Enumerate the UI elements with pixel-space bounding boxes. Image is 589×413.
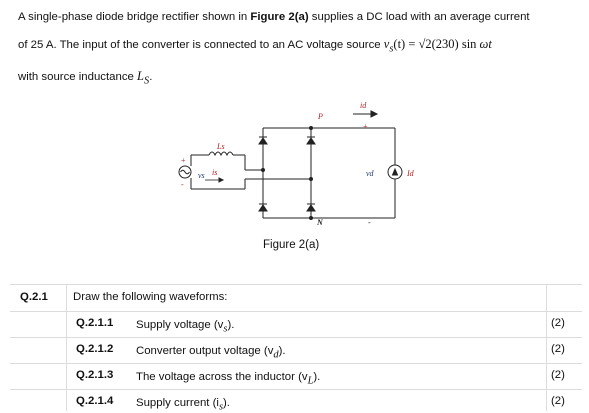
inductor-icon xyxy=(208,151,234,157)
source-equation: vs(t) = √2(230) sin ωt xyxy=(383,37,492,55)
subquestion-text: The voltage across the inductor (vL). xyxy=(136,371,321,387)
diode-d2-icon xyxy=(306,204,316,212)
table-column-divider xyxy=(546,284,547,411)
label-ls: Ls xyxy=(216,142,225,151)
source-inductance-symbol: LS xyxy=(137,68,150,87)
subquestion-text: Converter output voltage (vd). xyxy=(136,345,286,361)
subquestion-number: Q.2.1.3 xyxy=(76,369,114,381)
figure-reference: Figure 2(a) xyxy=(250,11,309,23)
label-id-source: Id xyxy=(406,169,415,178)
subquestion-number: Q.2.1.2 xyxy=(76,343,114,355)
label-node-n: N xyxy=(316,218,324,227)
rectifier-circuit-diagram: Ls is + - P id + Id vs vd N - xyxy=(178,101,415,227)
table-divider xyxy=(10,337,582,338)
problem-line-3: with source inductance LS. xyxy=(18,68,153,87)
table-divider xyxy=(10,363,582,364)
label-vd: vd xyxy=(366,169,375,178)
label-minus-out: - xyxy=(368,218,371,227)
marks: (2) xyxy=(551,369,565,381)
table-column-divider xyxy=(66,284,67,411)
diode-d1-icon xyxy=(258,137,268,145)
current-source-icon xyxy=(387,164,403,180)
subquestion-number: Q.2.1.4 xyxy=(76,395,114,407)
label-minus-src: - xyxy=(181,180,184,189)
label-plus-src: + xyxy=(181,156,186,165)
label-id: id xyxy=(360,101,367,110)
label-vs: vs xyxy=(198,171,205,180)
subquestion-text: Supply current (is). xyxy=(136,397,230,413)
table-divider xyxy=(10,284,582,285)
figure-caption: Figure 2(a) xyxy=(263,239,320,251)
marks: (2) xyxy=(551,343,565,355)
arrow-up-icon xyxy=(391,167,399,176)
diode-d4-icon xyxy=(258,204,268,212)
diode-d3-icon xyxy=(306,137,316,145)
label-is: is xyxy=(212,168,217,177)
marks: (2) xyxy=(551,317,565,329)
marks: (2) xyxy=(551,395,565,407)
subquestion-number: Q.2.1.1 xyxy=(76,317,114,329)
problem-line-2: of 25 A. The input of the converter is c… xyxy=(18,37,492,55)
label-node-p: P xyxy=(317,112,323,121)
table-divider xyxy=(10,311,582,312)
problem-line-1: A single-phase diode bridge rectifier sh… xyxy=(18,11,530,23)
table-divider xyxy=(10,389,582,390)
question-number: Q.2.1 xyxy=(20,291,48,303)
problem-statement: A single-phase diode bridge rectifier sh… xyxy=(18,4,583,94)
question-text: Draw the following waveforms: xyxy=(73,291,228,303)
subquestion-text: Supply voltage (vs). xyxy=(136,319,235,335)
label-plus-out: + xyxy=(363,122,368,131)
arrow-right-icon xyxy=(370,110,379,118)
sine-wave-icon xyxy=(180,169,190,175)
ac-source-icon xyxy=(178,165,192,179)
